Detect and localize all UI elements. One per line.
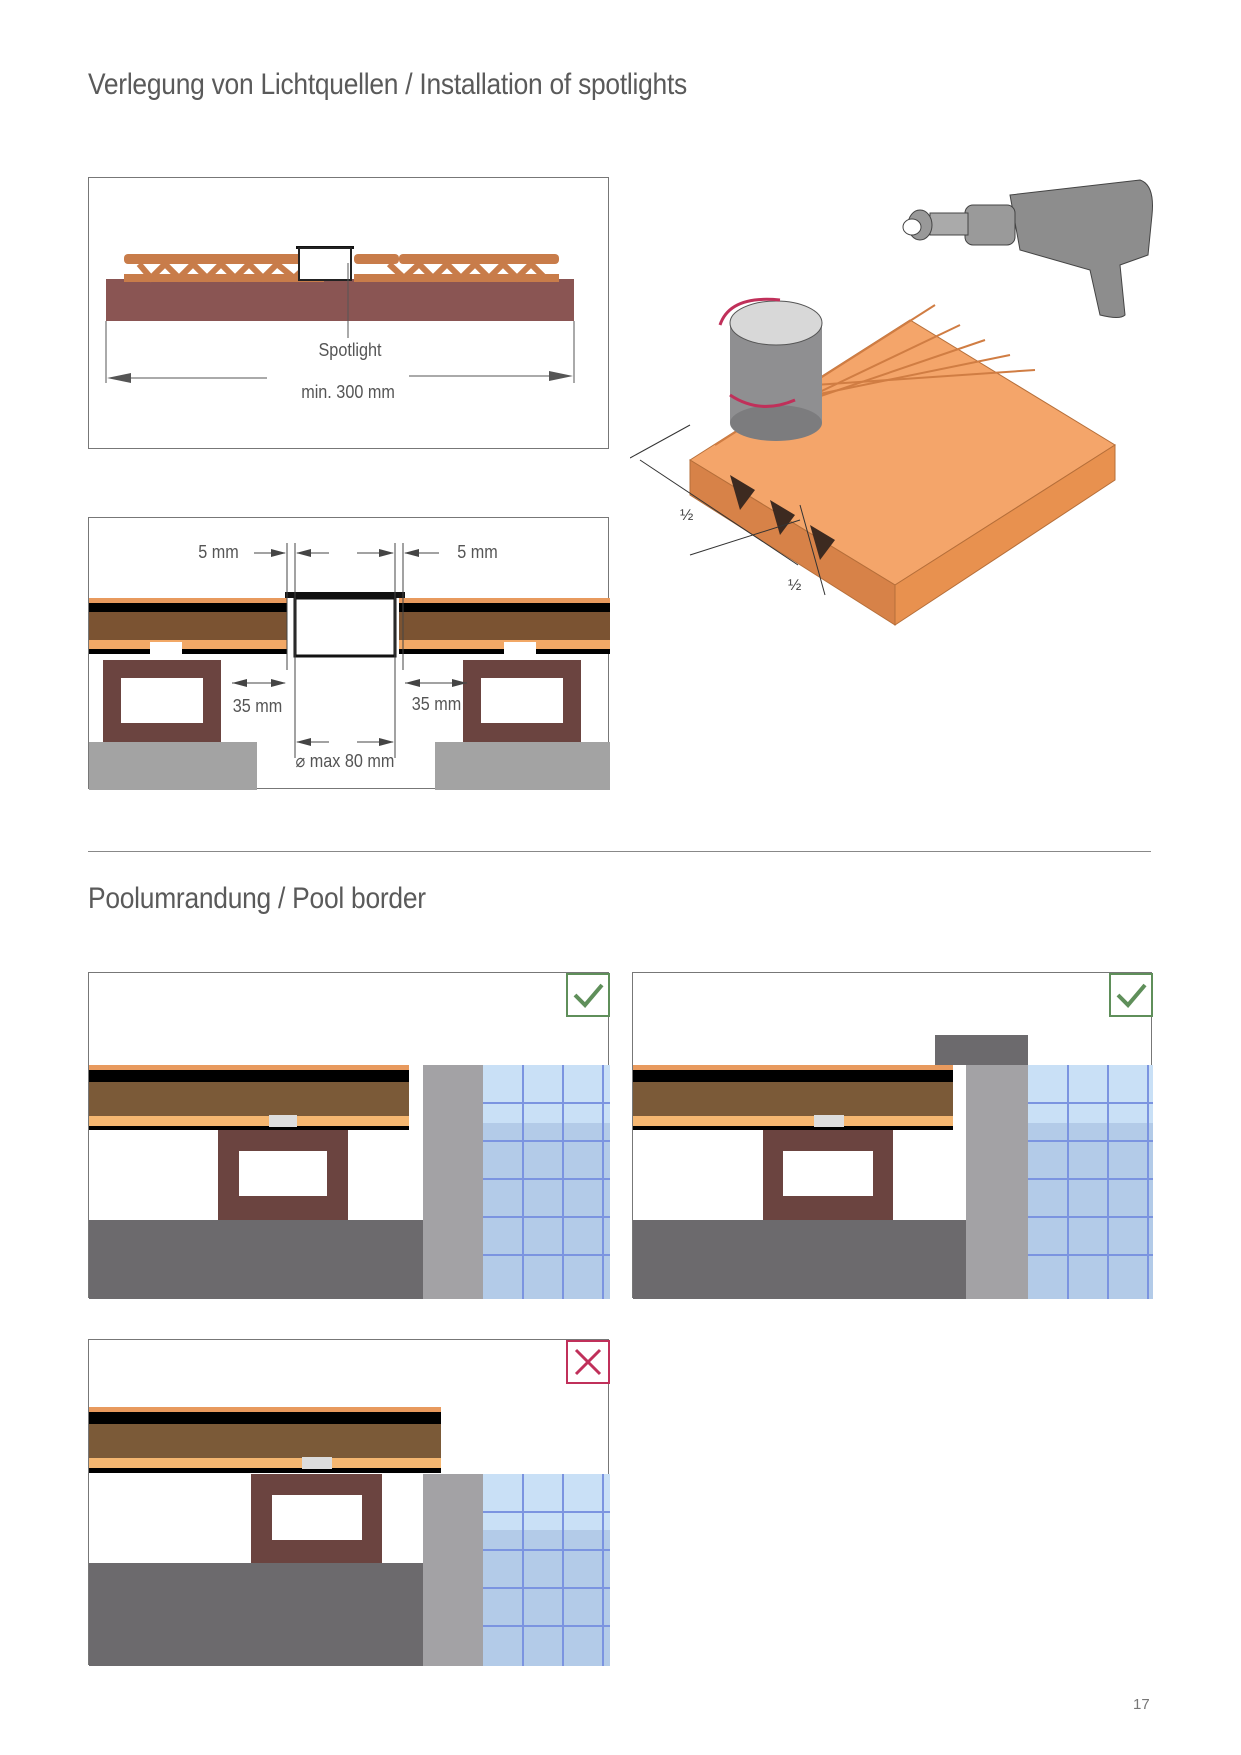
section-divider (88, 851, 1151, 852)
section-title-pool-border: Poolumrandung / Pool border (88, 882, 426, 915)
check-icon (1109, 973, 1153, 1017)
joist-right-label: 35 mm (411, 694, 462, 714)
pool-border-panel-incorrect (88, 1339, 610, 1666)
deck-cross-section-graphic (105, 246, 575, 383)
pool-border-panel-correct-2 (632, 972, 1153, 1299)
min-distance-label: min. 300 mm (301, 382, 395, 402)
spotlight-gap-graphic (89, 543, 610, 790)
drilling-illustration: ½ ½ (630, 179, 1153, 626)
half-label-2: ½ (788, 577, 801, 594)
gap-left-label: 5 mm (198, 542, 239, 562)
joist-left-label: 35 mm (232, 696, 283, 716)
spotlight-spacing-diagram: Spotlight min. 300 mm (88, 177, 609, 449)
check-icon (566, 973, 610, 1017)
half-label-1: ½ (680, 507, 693, 524)
spotlight-gap-diagram: 5 mm 5 mm 35 mm 35 mm ⌀ max 80 mm (88, 517, 610, 790)
hole-saw-icon (718, 297, 823, 441)
pool-border-graphic (89, 1340, 610, 1666)
drill-icon (902, 179, 1153, 318)
spotlight-label: Spotlight (318, 340, 382, 360)
gap-right-label: 5 mm (457, 542, 498, 562)
cross-icon (566, 1340, 610, 1384)
section-title-spotlights: Verlegung von Lichtquellen / Installatio… (88, 68, 687, 101)
page-number: 17 (1133, 1696, 1150, 1713)
pool-border-panel-correct-1 (88, 972, 610, 1299)
max-diameter-label: ⌀ max 80 mm (295, 751, 395, 771)
pool-border-graphic (633, 973, 1153, 1299)
pool-border-graphic (89, 973, 610, 1299)
